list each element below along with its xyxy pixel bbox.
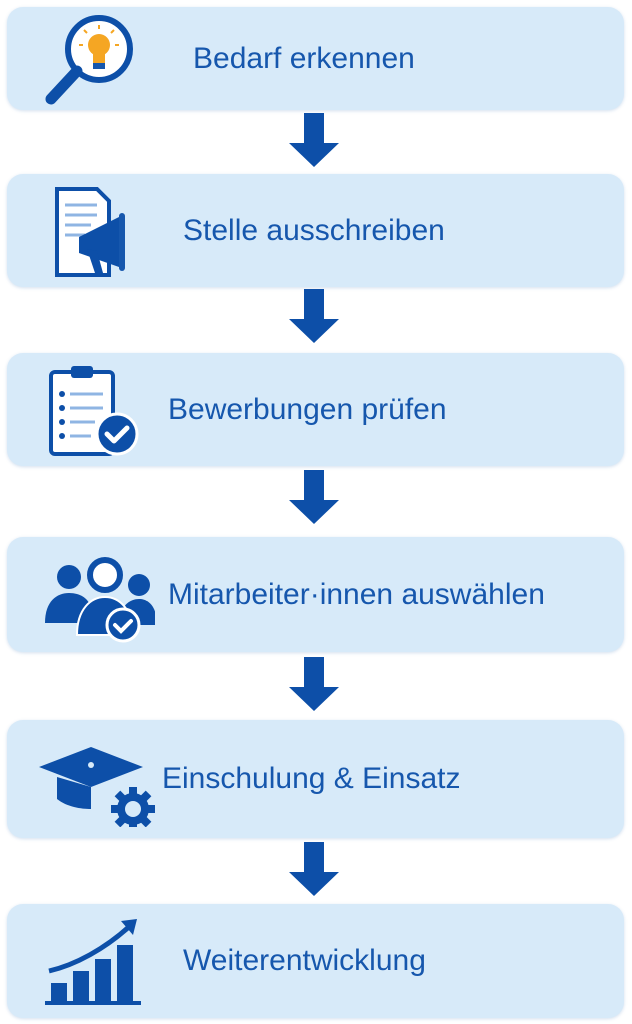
arrow-down-icon — [289, 842, 339, 896]
graduation-cap-gear-icon — [39, 747, 155, 827]
step-bedarf-erkennen: Bedarf erkennen — [7, 7, 624, 110]
step-label: Stelle ausschreiben — [183, 213, 445, 247]
step-label: Bedarf erkennen — [193, 41, 415, 75]
step-label: Weiterentwicklung — [183, 944, 426, 977]
step-mitarbeiter-auswaehlen: Mitarbeiter·innen auswählen — [7, 537, 624, 652]
step-bewerbungen-pruefen: Bewerbungen prüfen — [7, 353, 624, 466]
step-weiterentwicklung: Weiterentwicklung — [7, 904, 624, 1018]
arrow-down-icon — [289, 470, 339, 524]
step-label: Bewerbungen prüfen — [168, 392, 447, 426]
document-megaphone-icon — [55, 186, 125, 277]
arrow-down-icon — [289, 289, 339, 343]
clipboard-check-icon — [49, 365, 139, 456]
arrow-down-icon — [289, 113, 339, 167]
growth-chart-icon — [45, 919, 141, 1005]
step-einschulung-einsatz: Einschulung & Einsatz — [7, 720, 624, 838]
people-check-icon — [45, 556, 155, 642]
step-label: Einschulung & Einsatz — [162, 762, 461, 795]
step-stelle-ausschreiben: Stelle ausschreiben — [7, 174, 624, 287]
step-label: Mitarbeiter·innen auswählen — [168, 577, 545, 611]
arrow-down-icon — [289, 657, 339, 711]
magnifier-lightbulb-icon — [45, 14, 133, 104]
